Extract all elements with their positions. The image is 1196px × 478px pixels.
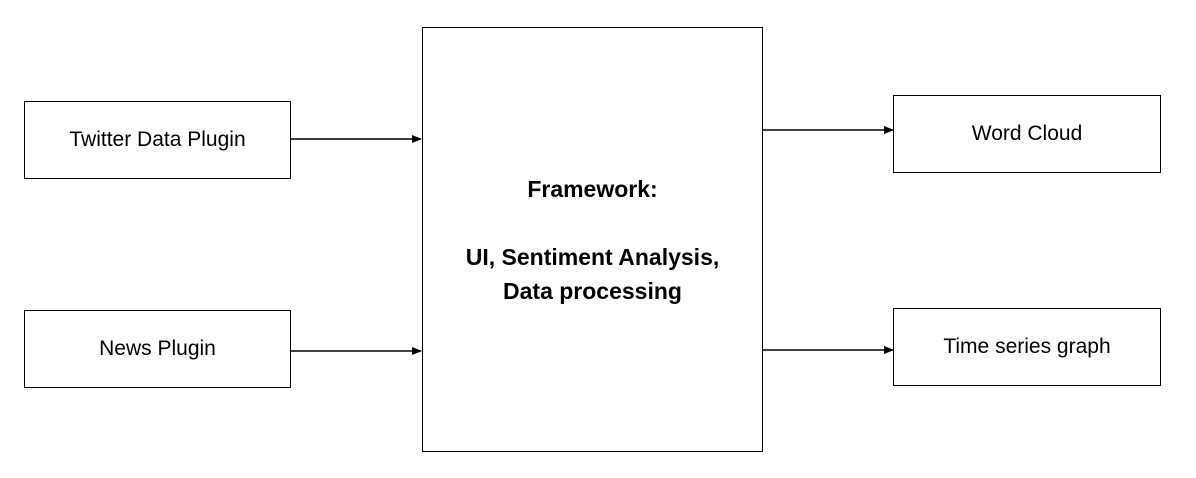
word-cloud-label: Word Cloud xyxy=(971,122,1083,145)
twitter-data-plugin-box: Twitter Data Plugin xyxy=(24,101,291,179)
framework-line-1: UI, Sentiment Analysis, xyxy=(465,243,720,270)
news-plugin-box: News Plugin xyxy=(24,310,291,388)
news-plugin-label: News Plugin xyxy=(99,337,216,360)
framework-line-2: Data processing xyxy=(503,277,682,304)
word-cloud-box: Word Cloud xyxy=(893,95,1161,173)
time-series-graph-label: Time series graph xyxy=(943,335,1111,358)
time-series-graph-box: Time series graph xyxy=(893,308,1161,386)
framework-title: Framework: xyxy=(527,175,658,202)
framework-box: Framework: UI, Sentiment Analysis, Data … xyxy=(422,27,763,452)
twitter-data-plugin-label: Twitter Data Plugin xyxy=(69,128,246,151)
